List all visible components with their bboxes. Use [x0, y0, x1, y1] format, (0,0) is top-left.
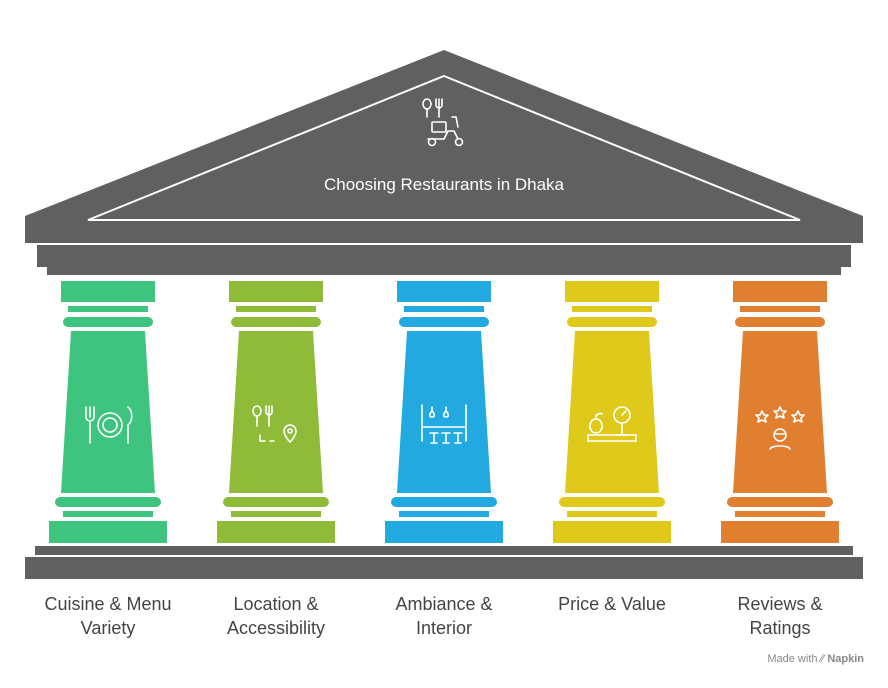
pillar-capital-ring [231, 317, 321, 327]
pillar-shaft [61, 331, 155, 493]
watermark-prefix: Made with [767, 653, 818, 665]
pillar [217, 281, 335, 543]
base-top-step [35, 546, 853, 555]
pillar-shaft [229, 331, 323, 493]
pillar-label-line: Reviews & [737, 594, 823, 614]
pillar-plinth [49, 521, 167, 543]
pillar-plinth [385, 521, 503, 543]
pillar [385, 281, 503, 543]
pillar [721, 281, 839, 543]
utensils-plate-icon [85, 406, 133, 444]
scooter-food-delivery-icon [422, 98, 464, 147]
watermark-brand: Napkin [827, 653, 864, 665]
roof [25, 50, 863, 243]
pillar-base-ring [399, 511, 489, 517]
pillar-label: Reviews & Ratings [705, 592, 855, 640]
pillar-base-ring [231, 511, 321, 517]
pillar-label-line: Price & Value [558, 594, 666, 614]
pillar-base-ring [223, 497, 329, 507]
roof-inner-outline [87, 74, 801, 221]
pillar-label-line: Cuisine & Menu [44, 594, 172, 614]
napkin-logo-icon: ∕∕ [820, 653, 825, 665]
pillars [49, 281, 839, 543]
pillar-capital-ring [735, 317, 825, 327]
pillar-label-line: Ratings [749, 618, 811, 638]
pillar-capital-ring [404, 306, 484, 312]
apple-scale-icon [587, 406, 637, 442]
pillar-capital [733, 281, 827, 302]
pillar-base-ring [727, 497, 833, 507]
pillar-base-ring [567, 511, 657, 517]
pillar-capital [229, 281, 323, 302]
pillar-plinth [721, 521, 839, 543]
pillar-base-ring [559, 497, 665, 507]
pillar-shaft [565, 331, 659, 493]
pillar-shaft [733, 331, 827, 493]
pillar-label-line: Location & [233, 594, 319, 614]
pillar-capital-ring [399, 317, 489, 327]
base-bottom-step [25, 557, 863, 579]
pillar-base-ring [63, 511, 153, 517]
watermark: Made with ∕∕ Napkin [767, 653, 864, 665]
pillar-label: Ambiance & Interior [369, 592, 519, 640]
pillar-base-ring [391, 497, 497, 507]
entablature [37, 245, 851, 267]
pillar-label-line: Accessibility [226, 618, 326, 638]
pillar-label: Location & Accessibility [201, 592, 351, 640]
pillar [553, 281, 671, 543]
location-pin-fork-icon [252, 405, 297, 443]
bar-stools-lights-icon [421, 404, 467, 444]
pillar-capital-ring [68, 306, 148, 312]
pillar-base-ring [735, 511, 825, 517]
pillar-capital-ring [236, 306, 316, 312]
pillar-capital-ring [63, 317, 153, 327]
pillar-plinth [217, 521, 335, 543]
diagram-title: Choosing Restaurants in Dhaka [324, 175, 565, 194]
pillar-plinth [553, 521, 671, 543]
pillar [49, 281, 167, 543]
pillar-capital [61, 281, 155, 302]
pillar-capital-ring [567, 317, 657, 327]
pillar-label: Price & Value [537, 592, 687, 616]
pillar-capital [397, 281, 491, 302]
pillar-shaft [397, 331, 491, 493]
pillar-capital-ring [572, 306, 652, 312]
pillar-label-line: Interior [415, 618, 473, 638]
pillar-capital [565, 281, 659, 302]
pillar-capital-ring [740, 306, 820, 312]
pillar-base-ring [55, 497, 161, 507]
star-rating-person-icon [755, 406, 805, 450]
pillar-label-line: Variety [80, 618, 136, 638]
entablature-lip [47, 267, 841, 275]
pillar-label-line: Ambiance & [395, 594, 493, 614]
